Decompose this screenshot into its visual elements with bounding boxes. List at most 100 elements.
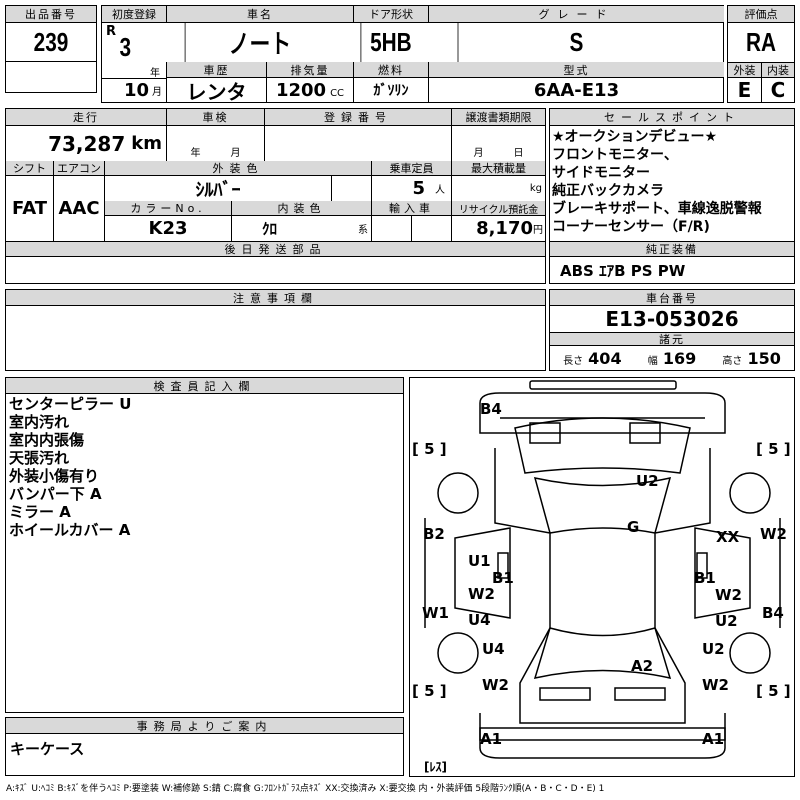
color-no: K23 bbox=[104, 216, 231, 241]
car-outline-icon bbox=[424, 380, 781, 759]
width-label: 幅 bbox=[647, 355, 658, 367]
damage-mark: U4 bbox=[468, 611, 491, 629]
damage-mark: [ 5 ] bbox=[412, 682, 447, 700]
chassis-label: 車台番号 bbox=[550, 290, 794, 306]
sale-point: 純正バックカメラ bbox=[552, 183, 664, 199]
damage-mark: B4 bbox=[762, 604, 784, 622]
int-color-unit: 系 bbox=[358, 225, 368, 236]
damage-mark: B1 bbox=[694, 569, 716, 587]
displacement-label: 排気量 bbox=[266, 62, 353, 78]
lot-label: 出品番号 bbox=[6, 6, 96, 23]
damage-mark: U4 bbox=[482, 640, 505, 658]
capacity: 5 bbox=[412, 178, 425, 199]
later-parts-label: 後日発送部品 bbox=[6, 241, 545, 257]
damage-mark: W2 bbox=[715, 586, 742, 604]
max-load-label: 最大積載量 bbox=[451, 161, 545, 176]
damage-mark: A2 bbox=[631, 657, 654, 675]
sale-points-label: セールスポイント bbox=[550, 109, 794, 126]
legend: A:ｷｽﾞ U:ﾍｺﾐ B:ｷｽﾞを伴うﾍｺﾐ P:要塗装 W:補修跡 S:錆 … bbox=[6, 784, 605, 794]
height-label: 高さ bbox=[722, 355, 743, 367]
inspector-note: 室内汚れ bbox=[9, 413, 70, 431]
reg-year: 3 bbox=[119, 32, 132, 62]
grade-label: グレード bbox=[428, 6, 724, 23]
damage-mark: [ 5 ] bbox=[756, 440, 791, 458]
model-code: 6AA-E13 bbox=[428, 78, 724, 102]
equipment: ABS ｴｱB PS PW bbox=[560, 261, 686, 280]
insp-year-unit: 年 bbox=[190, 148, 201, 159]
damage-mark: W2 bbox=[468, 585, 495, 603]
ext-score: E bbox=[737, 78, 752, 102]
sale-point: コーナーセンサー（F/R) bbox=[552, 219, 710, 235]
damage-mark: A1 bbox=[480, 730, 503, 748]
yen-unit: 円 bbox=[533, 225, 543, 236]
sale-point: サイドモニター bbox=[552, 165, 650, 181]
damage-mark: U2 bbox=[702, 640, 725, 658]
inspector-note: 室内内張傷 bbox=[9, 431, 85, 449]
notes-box: 注意事項欄 bbox=[5, 289, 546, 371]
ext-color: ｼﾙﾊﾞｰ bbox=[104, 176, 331, 201]
fuel: ｶﾞｿﾘﾝ bbox=[353, 78, 428, 102]
import-label: 輸入車 bbox=[371, 201, 451, 216]
mileage: 73,287 bbox=[48, 131, 126, 156]
inspection-label: 車検 bbox=[166, 109, 264, 126]
door-type: 5HB bbox=[360, 23, 421, 62]
int-score: C bbox=[761, 78, 794, 102]
history: レンタ bbox=[166, 78, 266, 104]
reg-no-label: 登録番号 bbox=[264, 109, 451, 126]
era: R bbox=[106, 24, 117, 39]
office-note: キーケース bbox=[10, 740, 85, 758]
inspector-note: バンパー下 A bbox=[9, 485, 102, 503]
specs-label: 諸元 bbox=[550, 332, 794, 346]
sale-point: ブレーキサポート、車線逸脱警報 bbox=[552, 201, 762, 217]
color-no-label: カラーNo. bbox=[104, 201, 231, 216]
damage-mark: [ﾚｽ] bbox=[424, 760, 447, 774]
sale-points-list: ★オークションデビュー★ フロントモニター、 サイドモニター 純正バックカメラ … bbox=[552, 128, 762, 236]
damage-mark: B1 bbox=[492, 569, 514, 587]
inspector-notes: センターピラー U 室内汚れ 室内内張傷 天張汚れ 外装小傷有り バンパー下 A… bbox=[9, 395, 131, 539]
door-label: ドア形状 bbox=[353, 6, 428, 23]
equipment-label: 純正装備 bbox=[550, 241, 794, 257]
first-reg-label: 初度登録 bbox=[102, 6, 166, 23]
km-unit: km bbox=[131, 133, 162, 154]
reg-month: 10 bbox=[123, 79, 149, 101]
damage-mark: U1 bbox=[468, 552, 491, 570]
car-name: ノート bbox=[184, 23, 335, 62]
lot-number: 239 bbox=[33, 26, 69, 57]
shift: FAT bbox=[11, 198, 48, 219]
int-color: ｸﾛ bbox=[262, 220, 278, 238]
damage-diagram: B4 [ 5 ] [ 5 ] U2 G B2 XX W2 U1 B1 B1 W2… bbox=[409, 377, 795, 777]
inspector-note: 外装小傷有り bbox=[9, 467, 100, 485]
damage-mark: W2 bbox=[482, 676, 509, 694]
damage-mark: B2 bbox=[423, 525, 445, 543]
recycle-fee: 8,170 bbox=[476, 218, 533, 239]
notes-label: 注意事項欄 bbox=[6, 290, 545, 306]
month-unit: 月 bbox=[152, 86, 162, 98]
transfer-label: 譲渡書類期限 bbox=[451, 109, 545, 126]
inspector-label: 検査員記入欄 bbox=[6, 378, 403, 394]
height: 150 bbox=[747, 348, 781, 368]
office-box: 事務局よりご案内 キーケース bbox=[5, 717, 404, 776]
recycle-label: リサイクル預託金 bbox=[451, 201, 545, 216]
inspector-box: 検査員記入欄 センターピラー U 室内汚れ 室内内張傷 天張汚れ 外装小傷有り … bbox=[5, 377, 404, 713]
car-name-label: 車名 bbox=[166, 6, 353, 23]
int-color-label: 内装色 bbox=[231, 201, 371, 216]
ext-color-label: 外装色 bbox=[104, 161, 371, 176]
lot-box: 出品番号 239 bbox=[5, 5, 97, 93]
score-label: 評価点 bbox=[728, 6, 794, 23]
sale-point: フロントモニター、 bbox=[552, 147, 678, 163]
inspector-note: センターピラー U bbox=[9, 395, 132, 413]
int-label: 内装 bbox=[761, 62, 794, 78]
reg-no-value bbox=[264, 126, 451, 161]
person-unit: 人 bbox=[435, 185, 445, 196]
damage-mark: W2 bbox=[702, 676, 729, 694]
history-label: 車歴 bbox=[166, 62, 266, 78]
fuel-label: 燃料 bbox=[353, 62, 428, 78]
displacement: 1200 bbox=[275, 79, 327, 101]
office-label: 事務局よりご案内 bbox=[6, 718, 403, 734]
model-label: 型式 bbox=[428, 62, 724, 78]
inspector-note: ホイールカバー A bbox=[9, 521, 131, 539]
aircon-label: エアコン bbox=[53, 161, 104, 176]
inspector-note: ミラー A bbox=[9, 503, 71, 521]
damage-mark: XX bbox=[716, 528, 740, 546]
